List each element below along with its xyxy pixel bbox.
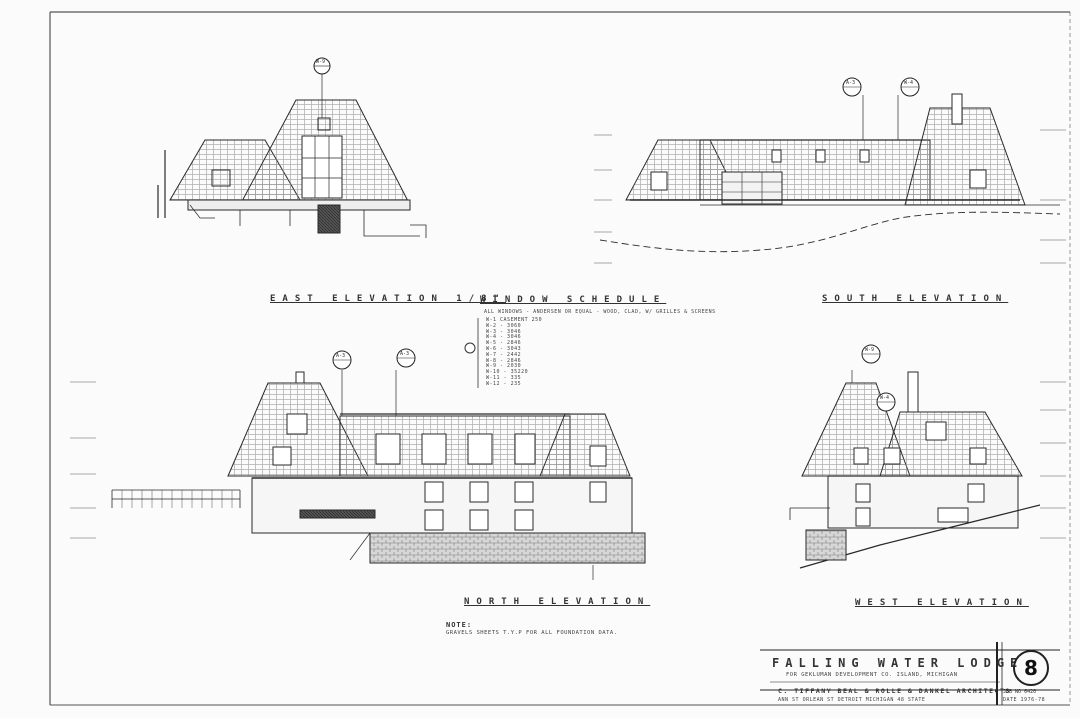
window-schedule-row: W-12 - 235 bbox=[486, 380, 522, 387]
window-schedule-row: W-6 - 3043 bbox=[486, 346, 522, 352]
west-elevation bbox=[789, 370, 1041, 569]
architects-name: C. TIFFANY BEAL & ROLLE & DANKEL ARCHITE… bbox=[778, 687, 1011, 695]
sheet-border bbox=[49, 11, 1071, 706]
window-schedule-row: W-9 - 2030 bbox=[486, 363, 522, 370]
north-tags bbox=[332, 348, 416, 370]
window-schedule-row: W-5 - 2846 bbox=[486, 340, 522, 347]
job-number: JOB NO 6420 bbox=[1003, 689, 1037, 695]
window-schedule-row: W-4 - 3046 bbox=[486, 334, 522, 341]
title-block-lines bbox=[760, 642, 1060, 705]
west-tag-b-label: W-4 bbox=[880, 395, 890, 401]
west-elevation-title: WEST ELEVATION bbox=[855, 598, 1029, 608]
window-schedule-row: W-11 - 335 bbox=[486, 375, 522, 381]
north-elevation-title: NORTH ELEVATION bbox=[464, 597, 651, 607]
north-elevation bbox=[111, 370, 646, 580]
south-tags bbox=[842, 77, 920, 97]
south-tag-a-label: A-3 bbox=[846, 80, 856, 86]
sheet-number: 8 bbox=[1013, 650, 1049, 686]
drawing-date: DATE 1976-78 bbox=[1003, 697, 1046, 703]
south-elevation bbox=[599, 93, 1061, 253]
note-text: GRAVELS SHEETS T.Y.P FOR ALL FOUNDATION … bbox=[446, 630, 618, 636]
window-schedule-title: WINDOW SCHEDULE bbox=[480, 295, 667, 305]
window-schedule-row: W-7 - 2442 bbox=[486, 351, 522, 358]
window-schedule-bracket bbox=[464, 318, 479, 388]
project-subtitle: FOR GEKLUMAN DEVELOPMENT CO. ISLAND, MIC… bbox=[786, 672, 958, 678]
architects-address: ANN ST ORLEAN ST DETROIT MICHIGAN 48 STA… bbox=[778, 697, 926, 703]
south-tag-b-label: W-4 bbox=[904, 80, 914, 86]
note-label: NOTE: bbox=[446, 621, 473, 629]
south-elevation-title: SOUTH ELEVATION bbox=[822, 294, 1009, 304]
level-marks bbox=[70, 129, 1066, 539]
window-schedule-row: W-3 - 3046 bbox=[486, 328, 522, 335]
window-schedule-note: ALL WINDOWS - ANDERSEN OR EQUAL - WOOD, … bbox=[484, 309, 716, 315]
window-schedule-row: W-1 CASEMENT 250 bbox=[486, 317, 543, 323]
east-elevation-title: EAST ELEVATION 1/8" bbox=[270, 294, 506, 304]
east-elevation bbox=[157, 72, 427, 238]
window-schedule-row: W-10 - 35220 bbox=[486, 369, 529, 376]
north-tag-a-label: A-3 bbox=[336, 353, 346, 359]
west-tag-a-label: W-9 bbox=[865, 347, 875, 353]
project-title: FALLING WATER LODGE bbox=[772, 656, 1024, 670]
east-tag bbox=[313, 57, 331, 75]
window-schedule-row: W-8 - 2846 bbox=[486, 357, 522, 364]
west-tags bbox=[861, 344, 896, 412]
north-tag-b-label: A-3 bbox=[400, 351, 410, 357]
window-schedule-row: W-2 - 3060 bbox=[486, 322, 522, 329]
east-tag-label: W-9 bbox=[316, 59, 326, 65]
